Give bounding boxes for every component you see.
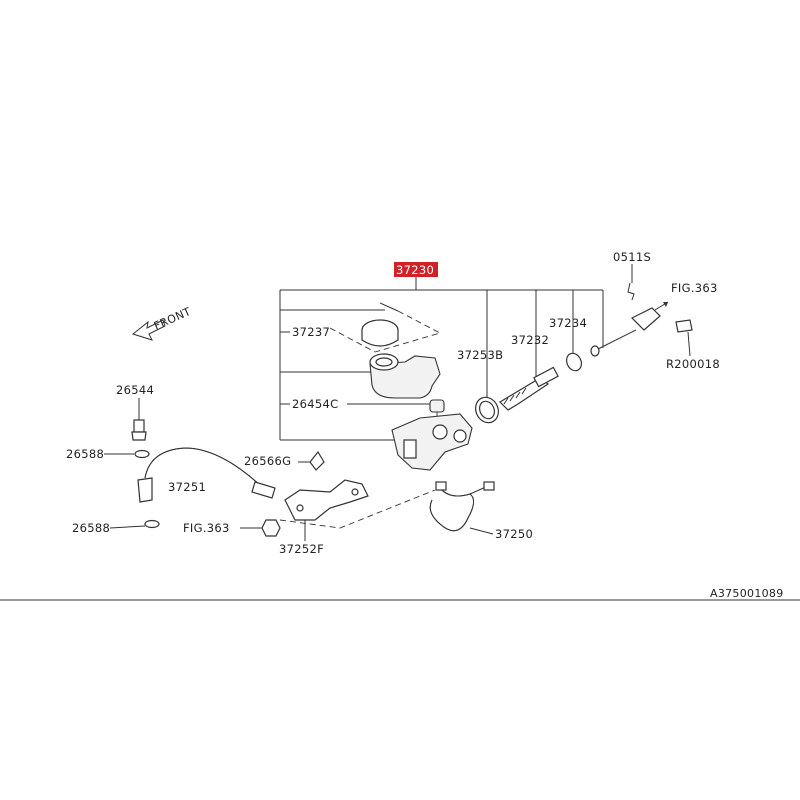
callout-37252f[interactable]: 37252F: [279, 520, 324, 556]
washer-26588-bottom[interactable]: [144, 519, 160, 529]
master-cylinder-body[interactable]: [391, 413, 473, 471]
callout-37253b[interactable]: 37253B: [457, 348, 503, 362]
callout-26588-bottom[interactable]: 26588: [72, 521, 146, 535]
callout-37230-label: 37230: [396, 263, 434, 277]
reservoir-body[interactable]: [369, 353, 441, 399]
callout-37251-label: 37251: [168, 480, 206, 494]
reservoir-cap[interactable]: [361, 319, 399, 347]
bracket-37252f[interactable]: [284, 479, 369, 521]
callout-37251[interactable]: 37251: [168, 480, 206, 494]
callout-r200018-label: R200018: [666, 357, 720, 371]
pipe-37250[interactable]: [429, 481, 495, 532]
callout-37234[interactable]: 37234: [549, 316, 587, 330]
callout-26566g-label: 26566G: [244, 454, 291, 468]
callout-r200018[interactable]: R200018: [666, 331, 720, 371]
kit-bracket: [279, 277, 604, 441]
callout-0511s[interactable]: 0511S: [613, 250, 651, 283]
callout-26454c-label: 26454C: [292, 397, 338, 411]
clip-part[interactable]: [627, 282, 635, 301]
pushrod-part[interactable]: [590, 307, 661, 357]
seal-part[interactable]: [564, 351, 584, 373]
clip-26566g[interactable]: [309, 450, 325, 471]
callout-37250-label: 37250: [495, 527, 533, 541]
callout-fig363-bottom[interactable]: FIG.363: [183, 521, 262, 535]
piston-assembly[interactable]: [499, 366, 559, 411]
callout-fig363-bottom-label: FIG.363: [183, 521, 230, 535]
callout-26588-top-label: 26588: [66, 447, 104, 461]
callout-26544[interactable]: 26544: [116, 383, 154, 420]
fig363-top-arrow: [654, 301, 669, 311]
bolt-26544[interactable]: [131, 419, 147, 441]
callout-26454c[interactable]: 26454C: [280, 397, 430, 411]
front-label: FRONT: [152, 305, 193, 333]
callout-fig363-top-label: FIG.363: [671, 281, 718, 295]
callout-37232[interactable]: 37232: [511, 333, 549, 347]
callout-26588-top[interactable]: 26588: [66, 447, 134, 461]
grommet-part[interactable]: [429, 399, 445, 413]
callout-0511s-label: 0511S: [613, 250, 651, 264]
callout-26566g[interactable]: 26566G: [244, 454, 310, 468]
nut-part[interactable]: [261, 519, 281, 537]
pin-part: [379, 302, 399, 312]
callout-37253b-label: 37253B: [457, 348, 503, 362]
washer-26588-top[interactable]: [134, 449, 150, 459]
hose-37251[interactable]: [137, 447, 276, 503]
callout-37230-highlight: [394, 262, 438, 277]
callout-37237[interactable]: 37237: [280, 325, 330, 339]
callout-fig363-top[interactable]: FIG.363: [671, 281, 718, 295]
callout-37252f-label: 37252F: [279, 542, 324, 556]
o-ring-part[interactable]: [472, 394, 503, 427]
callout-37230[interactable]: 37230: [394, 262, 438, 277]
callout-37250[interactable]: 37250: [469, 527, 533, 541]
callout-37234-label: 37234: [549, 316, 587, 330]
callout-37232-label: 37232: [511, 333, 549, 347]
front-direction-arrow: FRONT: [131, 305, 193, 341]
callout-26588-bottom-label: 26588: [72, 521, 110, 535]
diagram-id: A375001089: [710, 587, 784, 600]
callout-26544-label: 26544: [116, 383, 154, 397]
callout-37237-label: 37237: [292, 325, 330, 339]
clevis-pin[interactable]: [675, 319, 693, 333]
